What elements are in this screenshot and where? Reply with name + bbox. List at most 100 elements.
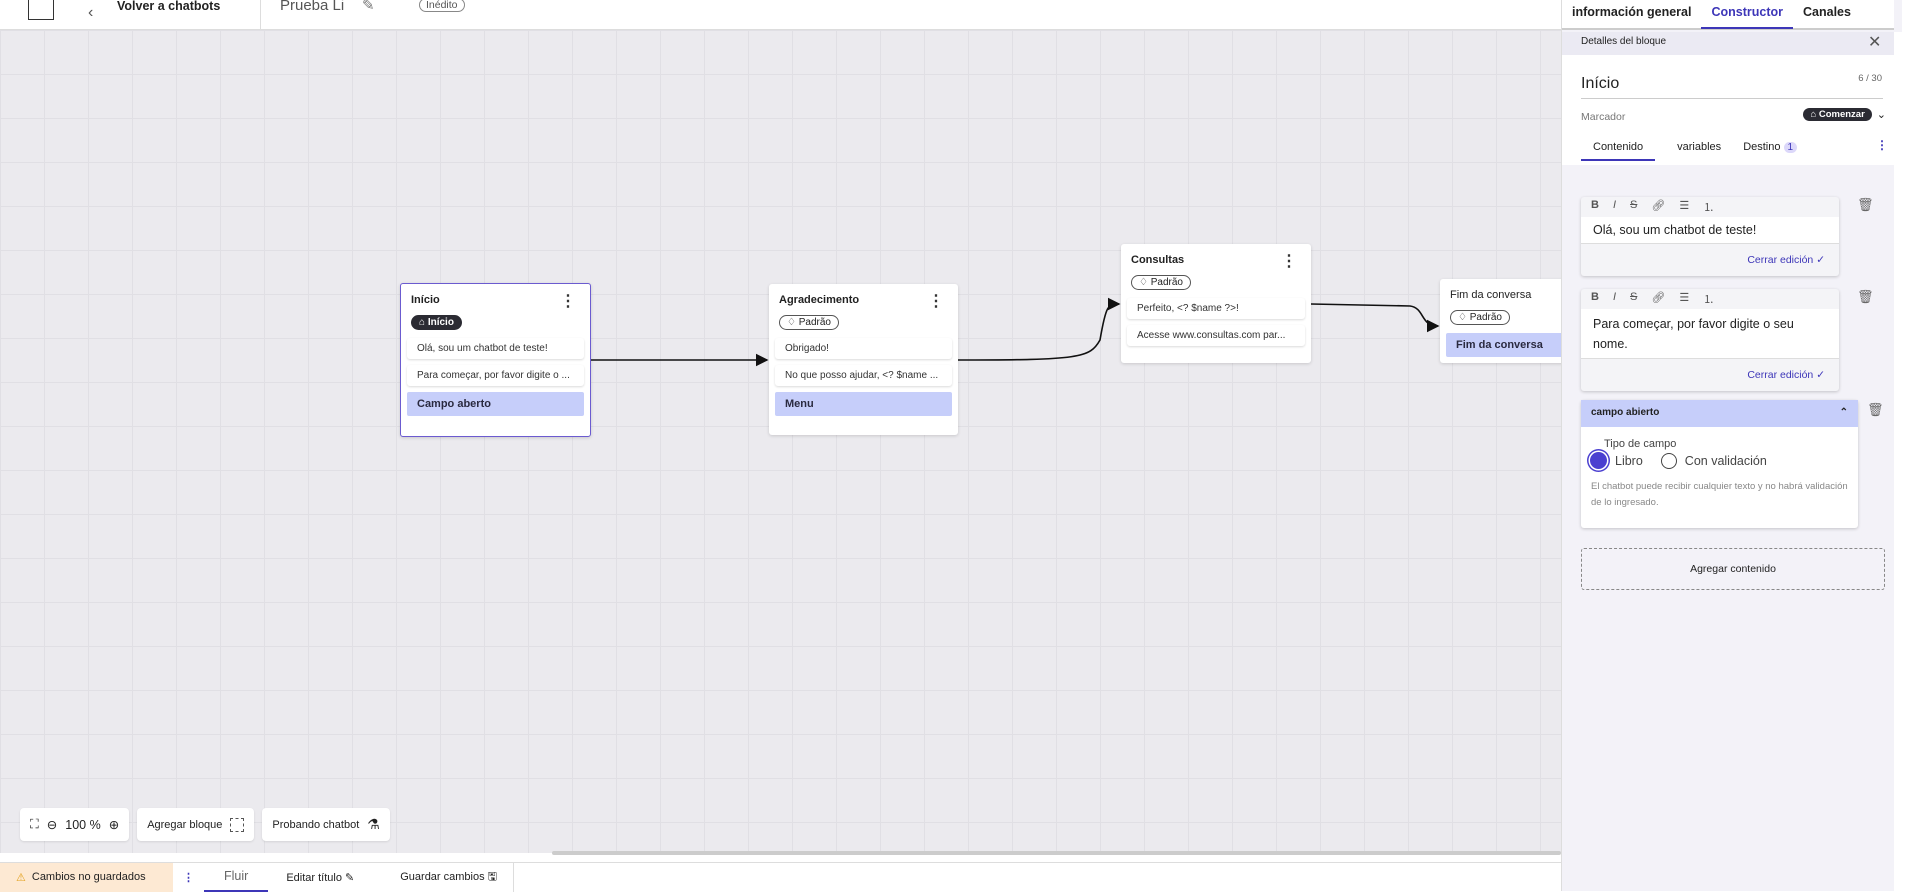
node-title: Agradecimento	[779, 294, 860, 306]
node-field[interactable]: Fim da conversa	[1446, 333, 1574, 357]
flask-icon: ⚗	[367, 816, 380, 832]
bullet-list-icon[interactable]: ☰	[1679, 292, 1690, 304]
bullet-list-icon[interactable]: ☰	[1679, 200, 1690, 212]
status-badge: Inédito	[419, 0, 465, 12]
node-agradecimento[interactable]: Agradecimento ⋮ ♢ Padrão Obrigado! No qu…	[769, 284, 958, 435]
node-field[interactable]: Campo aberto	[407, 392, 584, 416]
node-message[interactable]: Perfeito, <? $name ?>!	[1127, 298, 1305, 319]
node-message[interactable]: Obrigado!	[775, 338, 952, 359]
zoom-in-icon[interactable]: ⊕	[108, 818, 120, 832]
strikethrough-icon[interactable]: S	[1630, 199, 1638, 211]
text-editor[interactable]: B I S 🔗︎ ☰ ⒈ Para começar, por favor digite o…	[1581, 289, 1839, 391]
node-message[interactable]: Acesse www.consultas.com par...	[1127, 325, 1305, 346]
tag-icon: ♢	[1458, 312, 1470, 323]
field-type-label: Tipo de campo	[1604, 438, 1677, 450]
radio-validation[interactable]	[1660, 452, 1677, 469]
test-chatbot-button[interactable]: Probando chatbot ⚗	[262, 808, 390, 841]
node-title: Início	[411, 294, 440, 306]
close-edit-button[interactable]: Cerrar edición ✓	[1581, 359, 1839, 391]
back-chevron-icon[interactable]: ‹	[88, 4, 94, 21]
top-header: ‹ Volver a chatbots Prueba Li ✎ Inédito	[0, 0, 1561, 30]
add-content-button[interactable]: Agregar contenido	[1581, 548, 1885, 590]
block-name-input[interactable]: Início	[1581, 75, 1620, 92]
node-message[interactable]: Olá, sou um chatbot de teste!	[407, 338, 584, 359]
more-options-icon[interactable]: ⋮	[1281, 253, 1297, 270]
tab-flow[interactable]: Fluir	[204, 863, 269, 892]
italic-icon[interactable]: I	[1612, 291, 1617, 303]
strikethrough-icon[interactable]: S	[1630, 291, 1638, 303]
more-options-icon[interactable]: ⋮	[1876, 138, 1888, 152]
close-edit-label: Cerrar edición	[1747, 254, 1814, 266]
close-edit-button[interactable]: Cerrar edición ✓	[1581, 244, 1839, 276]
close-icon[interactable]: ✕	[1868, 34, 1882, 51]
destination-count-badge: 1	[1783, 142, 1798, 153]
char-count: 6 / 30	[1858, 73, 1882, 84]
numbered-list-icon[interactable]: ⒈	[1703, 294, 1715, 306]
flow-canvas[interactable]	[0, 30, 1561, 853]
italic-icon[interactable]: I	[1612, 199, 1617, 211]
node-consultas[interactable]: Consultas ⋮ ♢ Padrão Perfeito, <? $name …	[1121, 244, 1311, 363]
chevron-up-icon[interactable]: ⌃	[1839, 407, 1848, 418]
logo-icon	[28, 0, 54, 20]
node-inicio[interactable]: Início ⋮ ⌂ Início Olá, sou um chatbot de…	[400, 283, 591, 437]
node-field[interactable]: Menu	[775, 392, 952, 416]
node-message[interactable]: Para começar, por favor digite o ...	[407, 365, 584, 386]
tab-constructor[interactable]: Constructor	[1701, 0, 1794, 29]
node-fim-da-conversa[interactable]: Fim da conversa ♢ Padrão Fim da conversa	[1440, 279, 1580, 363]
tag-icon: ♢	[787, 317, 799, 328]
tag-icon: ♢	[1139, 277, 1151, 288]
link-icon[interactable]: 🔗︎	[1651, 200, 1666, 212]
horizontal-scrollbar[interactable]	[552, 851, 1561, 855]
check-icon: ✓	[1816, 254, 1825, 266]
node-message[interactable]: No que posso ajudar, <? $name ...	[775, 365, 952, 386]
save-changes-button[interactable]: Guardar cambios 🖫	[384, 862, 515, 892]
trash-icon[interactable]: 🗑︎	[1867, 402, 1884, 417]
editor-text[interactable]: Para começar, por favor digite o seu nom…	[1581, 309, 1839, 359]
open-field-header[interactable]: campo abierto ⌃	[1581, 400, 1858, 427]
check-icon: ✓	[1816, 369, 1825, 381]
editor-text[interactable]: Olá, sou um chatbot de teste!	[1581, 217, 1839, 244]
pencil-icon: ✎	[345, 871, 355, 884]
trash-icon[interactable]: 🗑︎	[1857, 289, 1874, 304]
node-tag: ♢ Padrão	[1450, 310, 1510, 325]
node-title: Fim da conversa	[1450, 289, 1532, 301]
zoom-level: 100 %	[65, 817, 101, 832]
warning-icon: ⚠	[16, 871, 26, 884]
more-options-icon[interactable]: ⋮	[560, 293, 576, 310]
fit-screen-icon[interactable]: ⛶	[30, 817, 39, 831]
block-subtabs: Contenido variables Destino 1	[1581, 141, 1798, 161]
trash-icon[interactable]: 🗑︎	[1857, 197, 1874, 212]
marker-group: ⌂ Comenzar ⌄	[1803, 108, 1886, 121]
link-icon[interactable]: 🔗︎	[1651, 292, 1666, 304]
unsaved-label: Cambios no guardados	[31, 871, 146, 883]
zoom-controls: ⛶ ⊖ 100 % ⊕	[20, 808, 130, 841]
home-icon: ⌂	[419, 317, 428, 328]
subtab-variables[interactable]: variables	[1677, 141, 1722, 153]
add-block-button[interactable]: Agregar bloque	[137, 808, 255, 841]
bold-icon[interactable]: B	[1591, 199, 1599, 211]
block-header: Início 6 / 30 Marcador ⌂ Comenzar ⌄ Cont…	[1562, 55, 1894, 165]
vertical-scrollbar[interactable]	[1894, 32, 1903, 891]
more-options-icon[interactable]: ⋮	[928, 293, 944, 310]
tab-channels[interactable]: Canales	[1803, 5, 1851, 19]
marker-dropdown[interactable]: ⌂ Comenzar	[1803, 108, 1872, 121]
text-editor[interactable]: B I S 🔗︎ ☰ ⒈ Olá, sou um chatbot de teste! Ce…	[1581, 197, 1839, 276]
more-options-icon[interactable]: ⋮	[183, 871, 194, 884]
back-to-chatbots-link[interactable]: Volver a chatbots	[117, 0, 221, 13]
unsaved-changes-indicator: ⚠ Cambios no guardados	[0, 862, 173, 892]
zoom-out-icon[interactable]: ⊖	[46, 818, 58, 832]
subtab-content[interactable]: Contenido	[1581, 141, 1656, 161]
divider	[1581, 98, 1883, 99]
tab-general-info[interactable]: información general	[1572, 5, 1692, 19]
chevron-down-icon[interactable]: ⌄	[1876, 109, 1886, 121]
bold-icon[interactable]: B	[1591, 291, 1599, 303]
panel-tabs: información general Constructor Canales	[1562, 0, 1894, 30]
add-block-icon	[230, 817, 245, 832]
subtab-destination[interactable]: Destino 1	[1743, 141, 1798, 161]
marker-value: Comenzar	[1818, 109, 1865, 120]
edit-title-button[interactable]: Editar título ✎	[268, 871, 384, 884]
numbered-list-icon[interactable]: ⒈	[1703, 202, 1715, 214]
marker-label: Marcador	[1581, 111, 1626, 123]
edit-title-pencil-icon[interactable]: ✎	[362, 0, 375, 14]
radio-libro[interactable]	[1590, 452, 1607, 469]
